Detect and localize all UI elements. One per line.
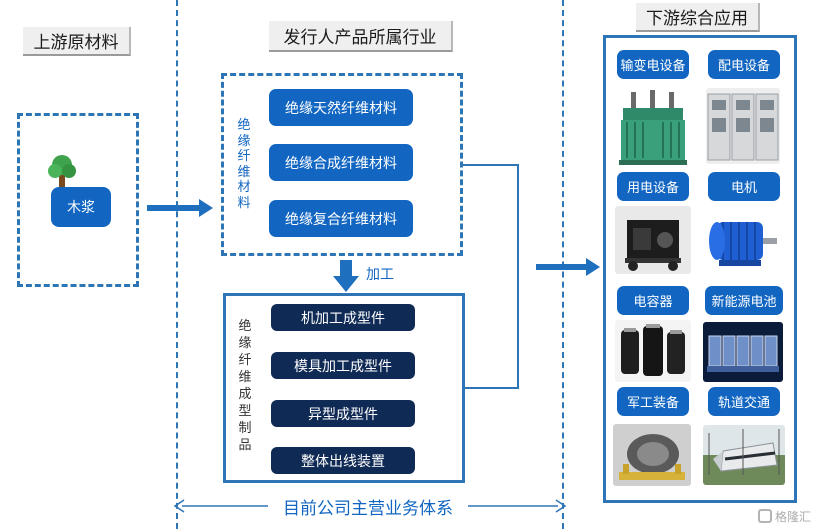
tree-icon (47, 153, 77, 193)
fiber-materials-box (221, 73, 463, 256)
applications-box (603, 35, 797, 503)
raw-material-wood-pulp: 木浆 (51, 187, 111, 227)
watermark-text: 格隆汇 (775, 509, 812, 524)
upstream-box (17, 113, 139, 287)
battery-image (703, 322, 783, 382)
connector-bottom-horizontal (465, 387, 519, 389)
watermark-logo: 格隆汇 (758, 507, 828, 525)
product-item-outlet-device: 整体出线装置 (271, 447, 415, 474)
fiber-item-composite: 绝缘复合纤维材料 (269, 200, 413, 237)
app-label-capacitor: 电容器 (617, 286, 689, 315)
connector-vertical (517, 164, 519, 388)
fiber-vertical-label: 绝缘纤维材料 (237, 118, 251, 211)
military-equipment-image (613, 424, 691, 486)
fiber-item-synthetic: 绝缘合成纤维材料 (269, 144, 413, 181)
app-label-rail-transit: 轨道交通 (708, 387, 780, 416)
fiber-item-natural: 绝缘天然纤维材料 (269, 89, 413, 126)
arrow-process-down (333, 260, 359, 292)
footer-label: 目前公司主营业务体系 (268, 494, 468, 519)
header-upstream: 上游原材料 (23, 27, 131, 56)
motor-image (703, 208, 783, 274)
connector-top-horizontal (463, 164, 518, 166)
app-label-military: 军工装备 (617, 387, 689, 416)
transformer-image (617, 82, 689, 168)
app-label-motor: 电机 (708, 172, 780, 201)
app-label-new-energy-battery: 新能源电池 (705, 286, 783, 315)
arrow-to-downstream (536, 258, 600, 276)
product-item-molded: 模具加工成型件 (271, 352, 415, 379)
product-item-special-shaped: 异型成型件 (271, 400, 415, 427)
switchgear-image (706, 88, 780, 164)
app-label-distribution: 配电设备 (708, 50, 780, 79)
header-industry: 发行人产品所属行业 (269, 21, 453, 52)
products-box (223, 293, 465, 483)
process-label: 加工 (366, 267, 394, 283)
train-image (703, 425, 785, 485)
app-label-electric-equipment: 用电设备 (617, 172, 689, 201)
app-label-transmission: 输变电设备 (617, 50, 689, 79)
generator-image (615, 206, 691, 274)
product-item-machined: 机加工成型件 (271, 304, 415, 331)
arrow-upstream-to-fiber (147, 199, 213, 217)
capacitor-image (615, 320, 691, 382)
header-downstream: 下游综合应用 (636, 3, 760, 32)
watermark-g-icon (758, 509, 772, 523)
divider-left (176, 0, 178, 529)
products-vertical-label: 绝缘纤维成型制品 (238, 319, 252, 453)
